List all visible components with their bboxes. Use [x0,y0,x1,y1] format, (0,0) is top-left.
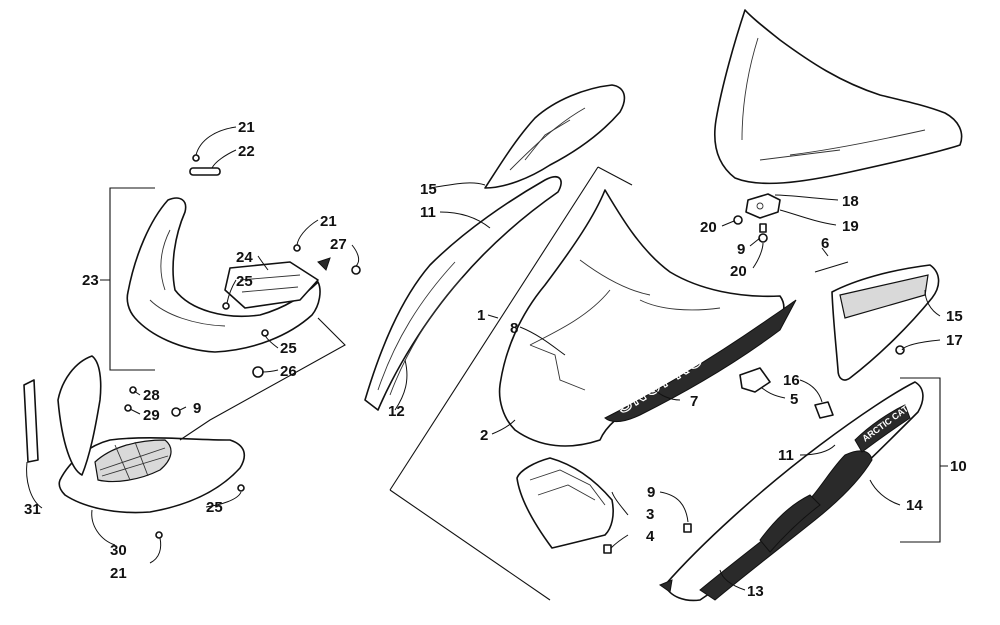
callout-11b: 11 [778,447,794,464]
vent-block-24 [224,261,319,309]
callout-6: 6 [821,235,829,252]
callout-15b: 15 [946,308,963,325]
hardware-17 [895,345,905,355]
windshield-bracket [745,193,781,219]
callout-10: 10 [950,458,967,475]
hardware-25c [237,484,245,492]
mesh-grille [94,439,172,483]
callout-25c: 25 [206,499,223,516]
hardware-9c [683,523,692,533]
callout-20a: 20 [700,219,717,236]
callout-25a: 25 [236,273,253,290]
callout-7: 7 [690,393,698,410]
callout-2: 2 [480,427,488,444]
hardware-9a [759,223,767,233]
callout-5: 5 [790,391,798,408]
callout-26: 26 [280,363,297,380]
upper-trim-15 [484,84,626,189]
hardware-4 [603,544,612,554]
callout-labels: 1 2 3 4 5 6 7 8 9 9 9 10 11 11 12 13 14 … [24,119,967,600]
vertical-strip [23,379,39,463]
callout-9b: 9 [193,400,201,417]
side-trim-strip [364,176,562,411]
bracket-lower-left [179,317,346,441]
callout-20b: 20 [730,263,747,280]
callout-31: 31 [24,501,41,518]
bracket-1 [389,166,633,601]
callout-18: 18 [842,193,859,210]
callout-3: 3 [646,506,654,523]
callout-22: 22 [238,143,255,160]
callout-13: 13 [747,583,764,600]
bracket-23 [100,187,155,371]
belly-pan [57,355,246,514]
side-panel-15 [831,264,940,381]
callout-8: 8 [510,320,518,337]
hardware-21a [192,154,200,162]
leader-lines [26,126,941,591]
callout-9a: 9 [737,241,745,258]
callout-28: 28 [143,387,160,404]
hardware-21c [155,531,163,539]
callout-25b: 25 [280,340,297,357]
windshield [714,9,963,185]
callout-12: 12 [388,403,405,420]
callout-19: 19 [842,218,859,235]
hardware-9b [171,407,181,417]
main-hood [498,189,785,447]
rod-6 [814,261,849,273]
hardware-25a [222,302,230,310]
callout-21a: 21 [238,119,255,136]
hardware-27 [351,265,361,275]
hardware-20a [733,215,743,225]
clip-5 [739,367,771,393]
arrow-marker-a [317,257,331,271]
callout-27: 27 [330,236,347,253]
arrow-marker-b [658,579,673,593]
callout-9c: 9 [647,484,655,501]
strap-22 [189,167,221,176]
callout-30: 30 [110,542,127,559]
callout-15a: 15 [420,181,437,198]
bracket-10 [900,377,948,543]
hardware-29 [124,404,132,412]
lower-side-panel: ARCTIC CAT [664,381,924,602]
callout-23: 23 [82,272,99,289]
nose-cowl [126,197,321,353]
hardware-26 [252,366,264,378]
callout-14: 14 [906,497,923,514]
hardware-20b [758,233,768,243]
callout-4: 4 [646,528,655,545]
headlight-housing [516,457,614,549]
callout-24: 24 [236,249,253,266]
fastener-16 [814,401,834,419]
callout-1: 1 [477,307,485,324]
hardware-21b [293,244,301,252]
callout-29: 29 [143,407,160,424]
callout-21b: 21 [320,213,337,230]
callout-17: 17 [946,332,963,349]
callout-11a: 11 [420,204,436,221]
callout-16: 16 [783,372,800,389]
callout-21c: 21 [110,565,127,582]
